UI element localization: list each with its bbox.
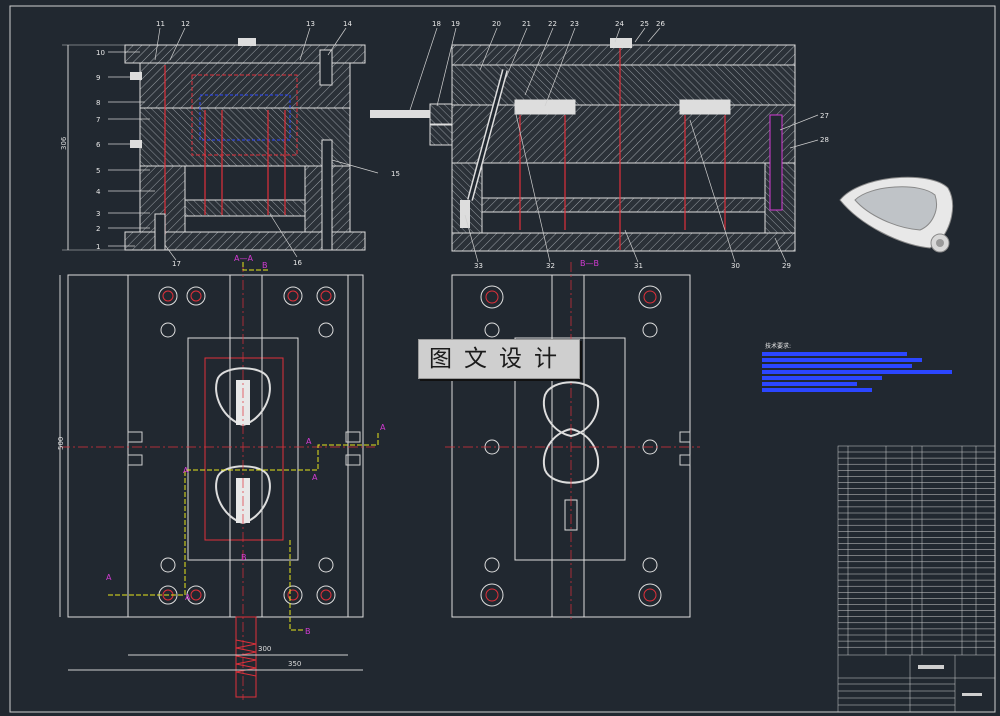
section-label-bb: B—B bbox=[580, 259, 599, 268]
callout-12: 12 bbox=[181, 20, 190, 28]
cut-letter-a-low: A bbox=[185, 593, 191, 602]
callout-24: 24 bbox=[615, 20, 624, 28]
callout-6: 6 bbox=[96, 141, 101, 149]
title-block-fills bbox=[918, 665, 982, 696]
callout-17: 17 bbox=[172, 260, 181, 268]
cut-letter-a-mid: A bbox=[306, 437, 312, 446]
plan-view-left: 500 300 350 bbox=[57, 262, 379, 700]
callout-5: 5 bbox=[96, 167, 100, 175]
callout-2: 2 bbox=[96, 225, 100, 233]
callout-20: 20 bbox=[492, 20, 501, 28]
callout-3: 3 bbox=[96, 210, 100, 218]
cut-letter-a-mid2: A bbox=[312, 473, 318, 482]
cut-letter-a-right: A bbox=[380, 423, 386, 432]
section-view-left: 306 bbox=[60, 38, 366, 251]
callout-16: 16 bbox=[293, 259, 302, 267]
callout-8: 8 bbox=[96, 99, 100, 107]
cut-letter-b-mid: B bbox=[241, 553, 247, 562]
callout-9: 9 bbox=[96, 74, 100, 82]
callout-14: 14 bbox=[343, 20, 352, 28]
callout-19: 19 bbox=[451, 20, 460, 28]
callout-33: 33 bbox=[474, 262, 483, 270]
callout-leaders bbox=[108, 27, 819, 263]
callout-23: 23 bbox=[570, 20, 579, 28]
dim-height-bottom: 500 bbox=[57, 437, 65, 450]
cut-letter-b-top: B bbox=[262, 261, 268, 270]
dim-height-top: 306 bbox=[60, 136, 68, 150]
section-view-right bbox=[370, 38, 796, 252]
part-3d-thumbnail bbox=[839, 176, 953, 253]
callout-18: 18 bbox=[432, 20, 441, 28]
cut-letter-a-bottom: A bbox=[106, 573, 112, 582]
drawing-border bbox=[9, 5, 996, 713]
section-label-aa: A—A bbox=[234, 254, 253, 263]
callout-26: 26 bbox=[656, 20, 665, 28]
callout-7: 7 bbox=[96, 116, 100, 124]
callout-25: 25 bbox=[640, 20, 649, 28]
watermark-stamp: 图文设计 bbox=[418, 339, 580, 379]
callout-29: 29 bbox=[782, 262, 791, 270]
callout-32: 32 bbox=[546, 262, 555, 270]
callout-11: 11 bbox=[156, 20, 165, 28]
parts-list-table bbox=[837, 445, 996, 713]
technical-requirements: 技术要求: bbox=[762, 342, 952, 392]
cut-letter-a-left: A bbox=[183, 466, 189, 475]
callout-4: 4 bbox=[96, 188, 101, 196]
callout-28: 28 bbox=[820, 136, 829, 144]
callout-10: 10 bbox=[96, 49, 105, 57]
cut-letter-b-low: B bbox=[305, 627, 311, 636]
tech-requirements-title: 技术要求: bbox=[765, 342, 791, 350]
callout-13: 13 bbox=[306, 20, 315, 28]
callout-31: 31 bbox=[634, 262, 643, 270]
callout-21: 21 bbox=[522, 20, 531, 28]
callout-30: 30 bbox=[731, 262, 740, 270]
callout-22: 22 bbox=[548, 20, 557, 28]
callout-1: 1 bbox=[96, 243, 100, 251]
dim-width-inner: 300 bbox=[258, 645, 271, 653]
plan-view-right bbox=[445, 262, 700, 620]
callout-15: 15 bbox=[391, 170, 400, 178]
dim-width-outer: 350 bbox=[288, 660, 301, 668]
callout-27: 27 bbox=[820, 112, 829, 120]
